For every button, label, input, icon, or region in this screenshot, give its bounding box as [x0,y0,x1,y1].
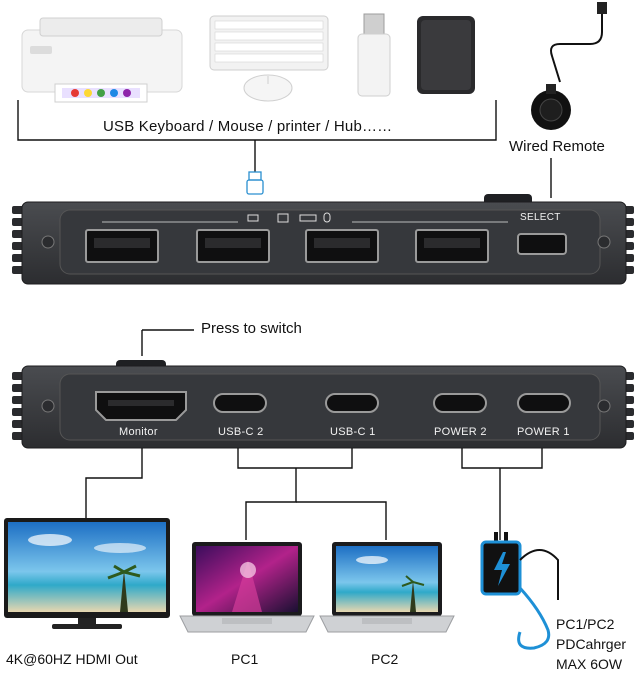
port-label-power2: POWER 2 [434,426,487,438]
mouse-icon [243,74,293,102]
pc1-cable-line [245,468,297,540]
usb-port-4 [415,229,489,263]
power-bracket [461,448,543,469]
port-label-monitor: Monitor [119,426,158,438]
hard-drive-icon [417,16,475,94]
port-function-icons [247,212,331,223]
laptop-pc2-icon [319,542,455,633]
charger-icon [480,532,559,650]
usb-plug-icon [246,171,264,195]
usb-port-2 [196,229,270,263]
power2-port [433,393,487,413]
monitor-icon [4,518,170,629]
keyboard-icon [209,15,329,71]
port-label-usb-c2: USB-C 2 [218,426,264,438]
charger-caption-line-2: PDCahrger [556,636,627,652]
select-label: SELECT [520,212,561,223]
usb-port-3 [305,229,379,263]
printer-icon [21,17,183,103]
usb-c1-port [325,393,379,413]
peripheral-bracket [17,100,497,141]
hdmi-port [95,391,187,421]
charger-caption-line-3: MAX 6OW [556,656,623,672]
monitor-cable-line [85,448,143,520]
monitor-caption: 4K@60HZ HDMI Out [6,651,138,667]
charger-caption-line-1: PC1/PC2 [556,616,615,632]
usbc-bracket [237,448,353,469]
laptop-pc1-icon [179,542,315,633]
usb-port-1 [85,229,159,263]
pc2-cable-line [296,501,387,540]
wired-remote-icon [531,2,607,130]
port-label-power1: POWER 1 [517,426,570,438]
peripherals-label: USB Keyboard / Mouse / printer / Hub…… [103,118,393,135]
pc2-caption: PC2 [371,651,399,667]
remote-port [517,233,567,255]
press-to-switch-label: Press to switch [201,320,302,337]
usb-stick-icon [357,13,391,97]
power1-port [517,393,571,413]
wired-remote-label: Wired Remote [509,138,605,155]
pc1-caption: PC1 [231,651,259,667]
usb-c2-port [213,393,267,413]
port-label-usb-c1: USB-C 1 [330,426,376,438]
